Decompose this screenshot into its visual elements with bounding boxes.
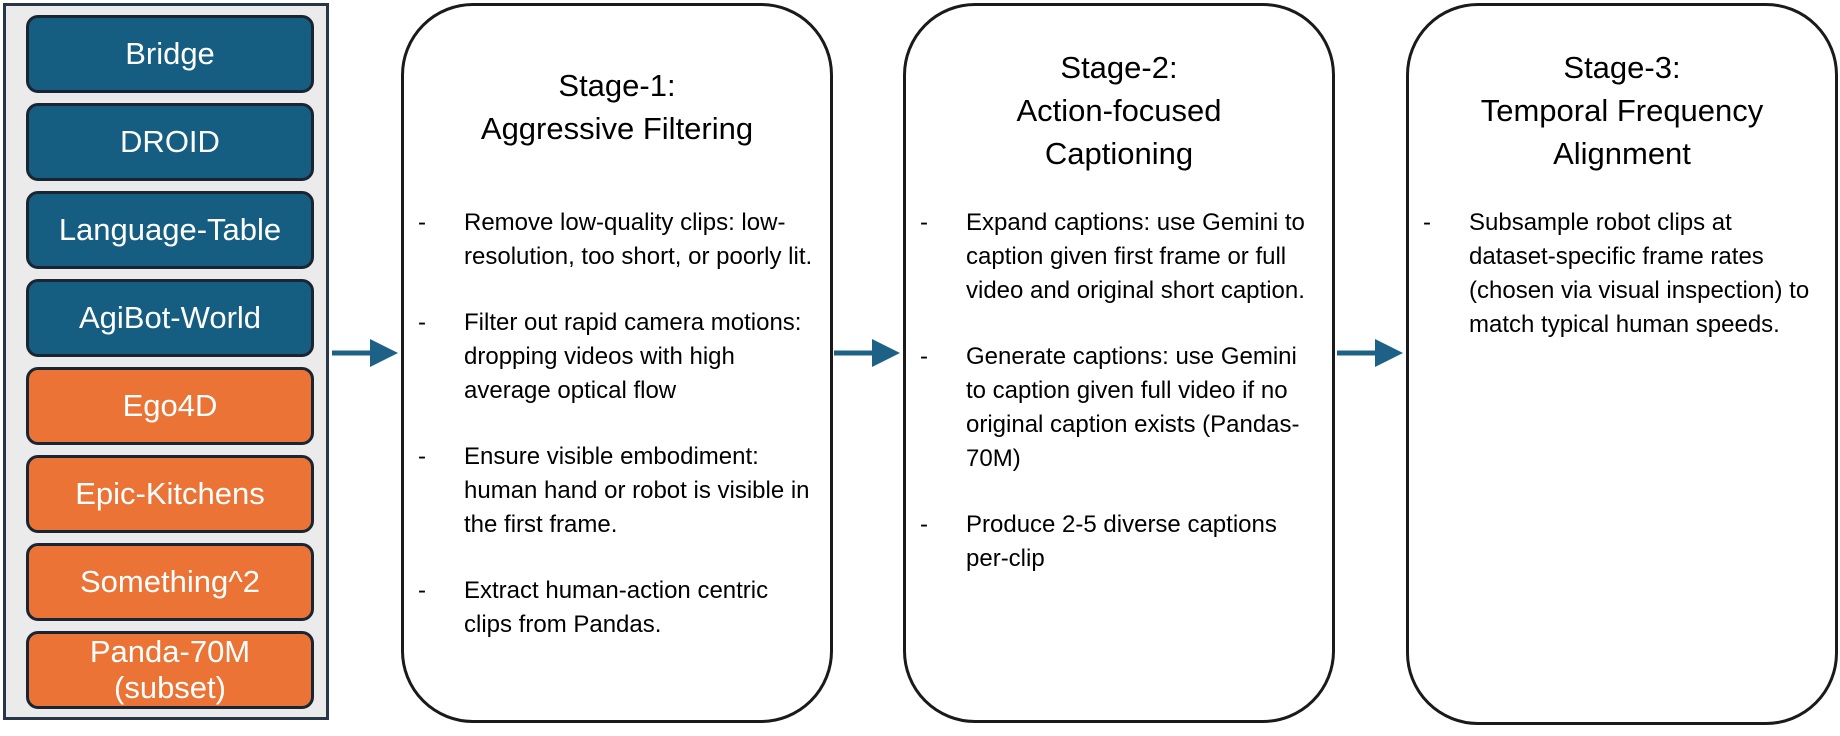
stage-2-bullets: -Expand captions: use Gemini to caption … <box>906 206 1332 608</box>
list-item: -Ensure visible embodiment: human hand o… <box>418 443 810 538</box>
stage-3-title: Stage-3: Temporal Frequency Alignment <box>1480 50 1764 171</box>
stage-1-bullets: -Remove low-quality clips: low-resolutio… <box>404 206 830 674</box>
arrow-stage2-to-stage3-icon <box>1337 339 1403 367</box>
list-item: -Produce 2-5 diverse captions per-clip <box>920 511 1277 572</box>
dataset-ego4d: Ego4D <box>26 367 314 445</box>
stage-1-title: Stage-1: Aggressive Filtering <box>480 68 754 146</box>
stage-3-box: Stage-3: Temporal Frequency Alignment -S… <box>1406 3 1838 725</box>
dataset-panda-70m: Panda-70M (subset) <box>26 631 314 709</box>
list-item: -Filter out rapid camera motions: droppi… <box>418 309 802 404</box>
dataset-agibot-world: AgiBot-World <box>26 279 314 357</box>
dataset-language-table: Language-Table <box>26 191 314 269</box>
stage-3-bullets: -Subsample robot clips at dataset-specif… <box>1409 206 1835 374</box>
arrow-stage1-to-stage2-icon <box>834 339 900 367</box>
list-item: -Generate captions: use Gemini to captio… <box>920 343 1300 472</box>
list-item: -Subsample robot clips at dataset-specif… <box>1423 209 1810 338</box>
dataset-something-something: Something^2 <box>26 543 314 621</box>
dataset-epic-kitchens: Epic-Kitchens <box>26 455 314 533</box>
dataset-panel: Bridge DROID Language-Table AgiBot-World… <box>3 3 329 720</box>
stage-2-title: Stage-2: Action-focused Captioning <box>1016 50 1222 171</box>
list-item: -Extract human-action centric clips from… <box>418 577 769 638</box>
list-item: -Expand captions: use Gemini to caption … <box>920 209 1305 304</box>
dataset-bridge: Bridge <box>26 15 314 93</box>
stage-2-box: Stage-2: Action-focused Captioning -Expa… <box>903 3 1335 723</box>
arrow-sources-to-stage1-icon <box>332 339 398 367</box>
dataset-droid: DROID <box>26 103 314 181</box>
list-item: -Remove low-quality clips: low-resolutio… <box>418 209 813 270</box>
stage-1-box: Stage-1: Aggressive Filtering -Remove lo… <box>401 3 833 723</box>
